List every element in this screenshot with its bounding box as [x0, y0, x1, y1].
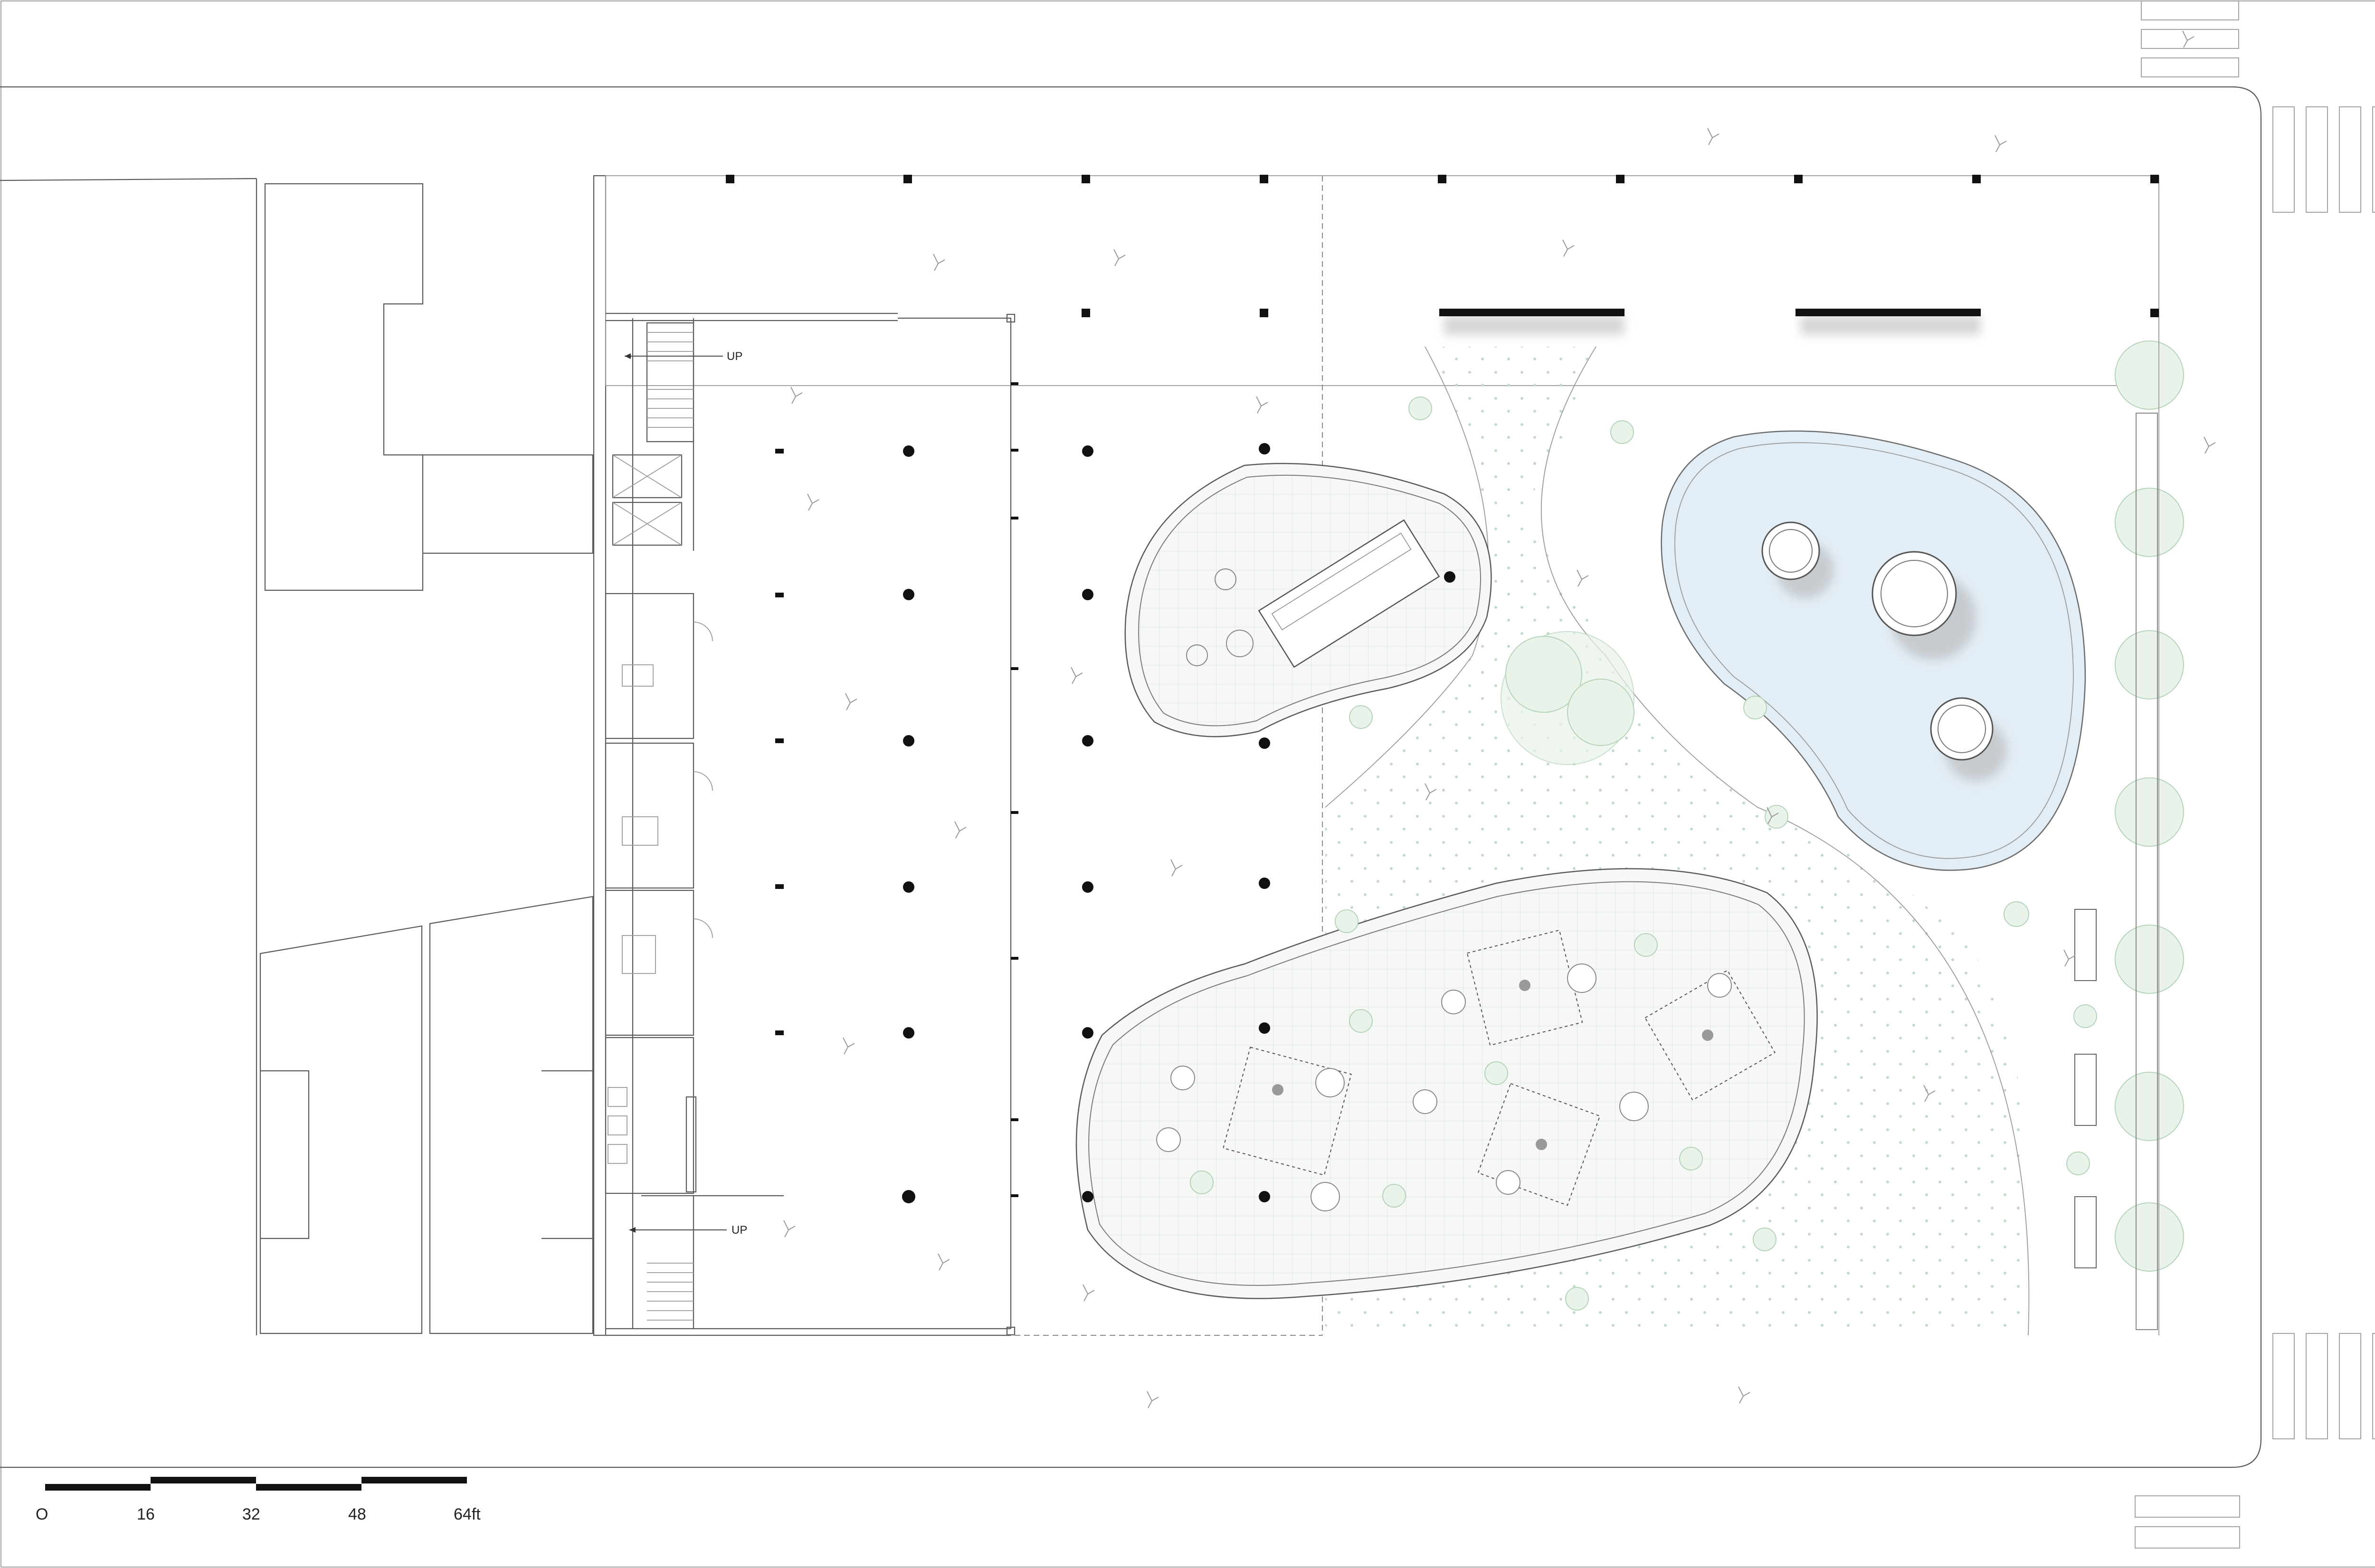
elevator-shaft — [612, 454, 683, 546]
tree-icon — [1501, 631, 1634, 765]
crosswalk-bottom-street — [2135, 1495, 2240, 1549]
crosswalk-top-street — [2141, 0, 2239, 77]
scale-bar — [45, 1477, 467, 1491]
scale-label-64ft: 64ft — [454, 1505, 481, 1523]
fountain-icon — [1661, 430, 2086, 871]
adjacent-buildings — [259, 183, 594, 1334]
table-set-icon — [1186, 568, 1254, 666]
scale-label-0: O — [36, 1505, 48, 1523]
tree-icon — [2115, 340, 2184, 1272]
person-icon — [783, 30, 2216, 1408]
bench-icon — [2074, 909, 2097, 1268]
tree-icon — [1190, 397, 2097, 1311]
stair-up-label-top: UP — [727, 350, 742, 363]
round-columns — [775, 443, 1455, 1203]
crosswalk-bottom — [2272, 1333, 2375, 1439]
facade-mullions — [1011, 382, 1018, 1197]
office-rooms — [605, 593, 713, 1194]
scale-label-16: 16 — [137, 1505, 155, 1523]
table-set-icon — [1156, 963, 1732, 1211]
paving-edge-right — [1541, 346, 2030, 1336]
cafe-plaza — [1075, 868, 1818, 1299]
stair-up-label-bottom: UP — [732, 1224, 747, 1237]
stair-bottom — [629, 1195, 784, 1329]
canopy-columns — [726, 175, 2159, 317]
screen-walls — [1439, 309, 1981, 335]
kiosk-plaza — [1124, 463, 1492, 737]
scale-label-32: 32 — [242, 1505, 260, 1523]
paving-edge — [1325, 346, 1489, 808]
stair-top — [625, 322, 723, 443]
scale-label-48: 48 — [348, 1505, 366, 1523]
crosswalk-top — [2272, 106, 2375, 213]
linear-planter — [2136, 413, 2158, 1330]
